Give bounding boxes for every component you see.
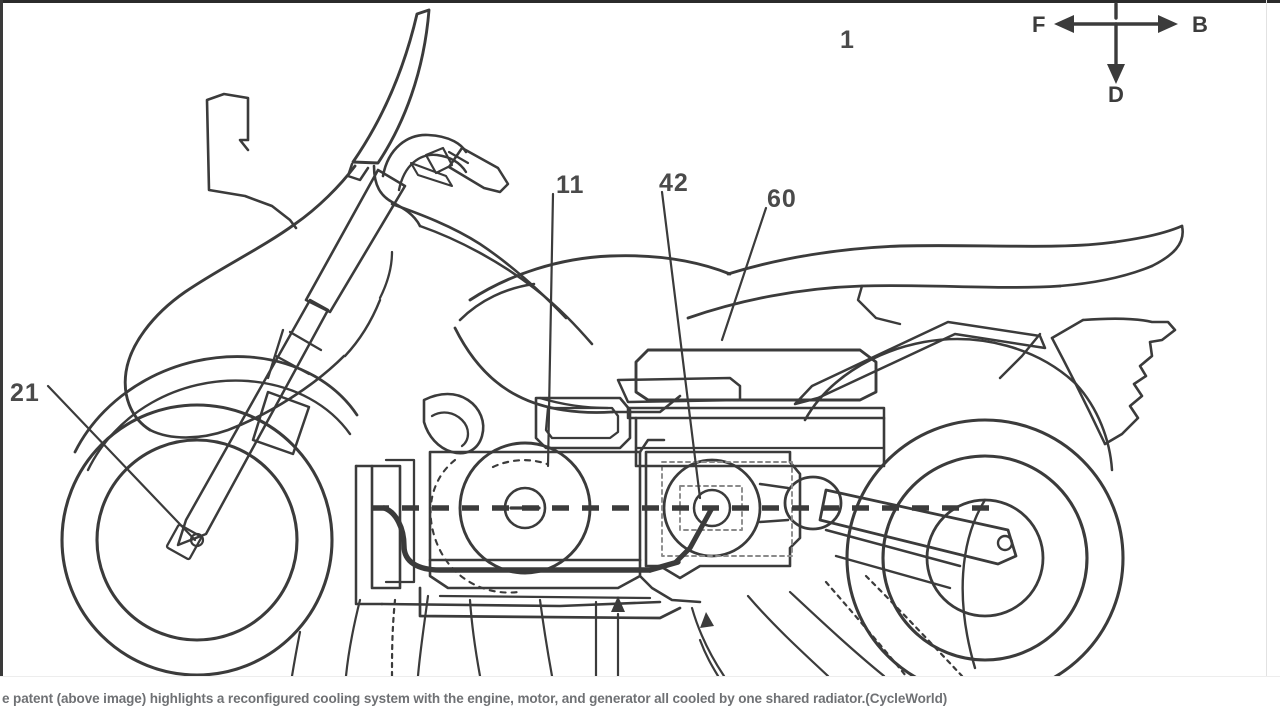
leader-lines: [46, 190, 964, 676]
figure-number-1: 1: [840, 26, 855, 54]
seat-tail-section: [686, 224, 1184, 446]
direction-indicator-arrows: [1064, 2, 1168, 76]
radiator: [354, 458, 681, 608]
battery-pack-60: [626, 348, 886, 468]
motor-housing-42: [644, 450, 802, 580]
drive-link: [673, 505, 715, 565]
reference-numeral-42: 42: [659, 169, 689, 197]
direction-label-down: D: [1108, 82, 1124, 107]
direction-label-front: F: [1032, 12, 1046, 37]
caption-text: e patent (above image) highlights a reco…: [2, 691, 948, 707]
handlebar-group: [381, 133, 510, 194]
top-border-rule: [0, 0, 1280, 3]
flow-arrowheads: [611, 596, 714, 628]
motorcycle-line-drawing: [46, 2, 1184, 676]
reference-numeral-21: 21: [10, 379, 40, 407]
lower-frame: [418, 586, 682, 620]
direction-arrowheads: [1054, 15, 1178, 84]
swingarm: [758, 475, 1018, 590]
front-fairing: [123, 92, 422, 439]
right-border-rule: [1266, 0, 1267, 676]
direction-label-back: B: [1192, 12, 1208, 37]
frame-and-tank: [390, 202, 742, 414]
patent-figure: 1 11 42 60 21 F B D: [10, 2, 1208, 676]
front-fork: [165, 168, 407, 561]
engine-case: [422, 392, 702, 604]
windscreen: [346, 8, 431, 182]
left-border-rule: [0, 0, 3, 676]
reference-numeral-11: 11: [556, 171, 585, 199]
rear-fender: [793, 320, 1114, 472]
reference-numeral-60: 60: [767, 185, 797, 213]
caption-band: e patent (above image) highlights a reco…: [0, 676, 1280, 721]
